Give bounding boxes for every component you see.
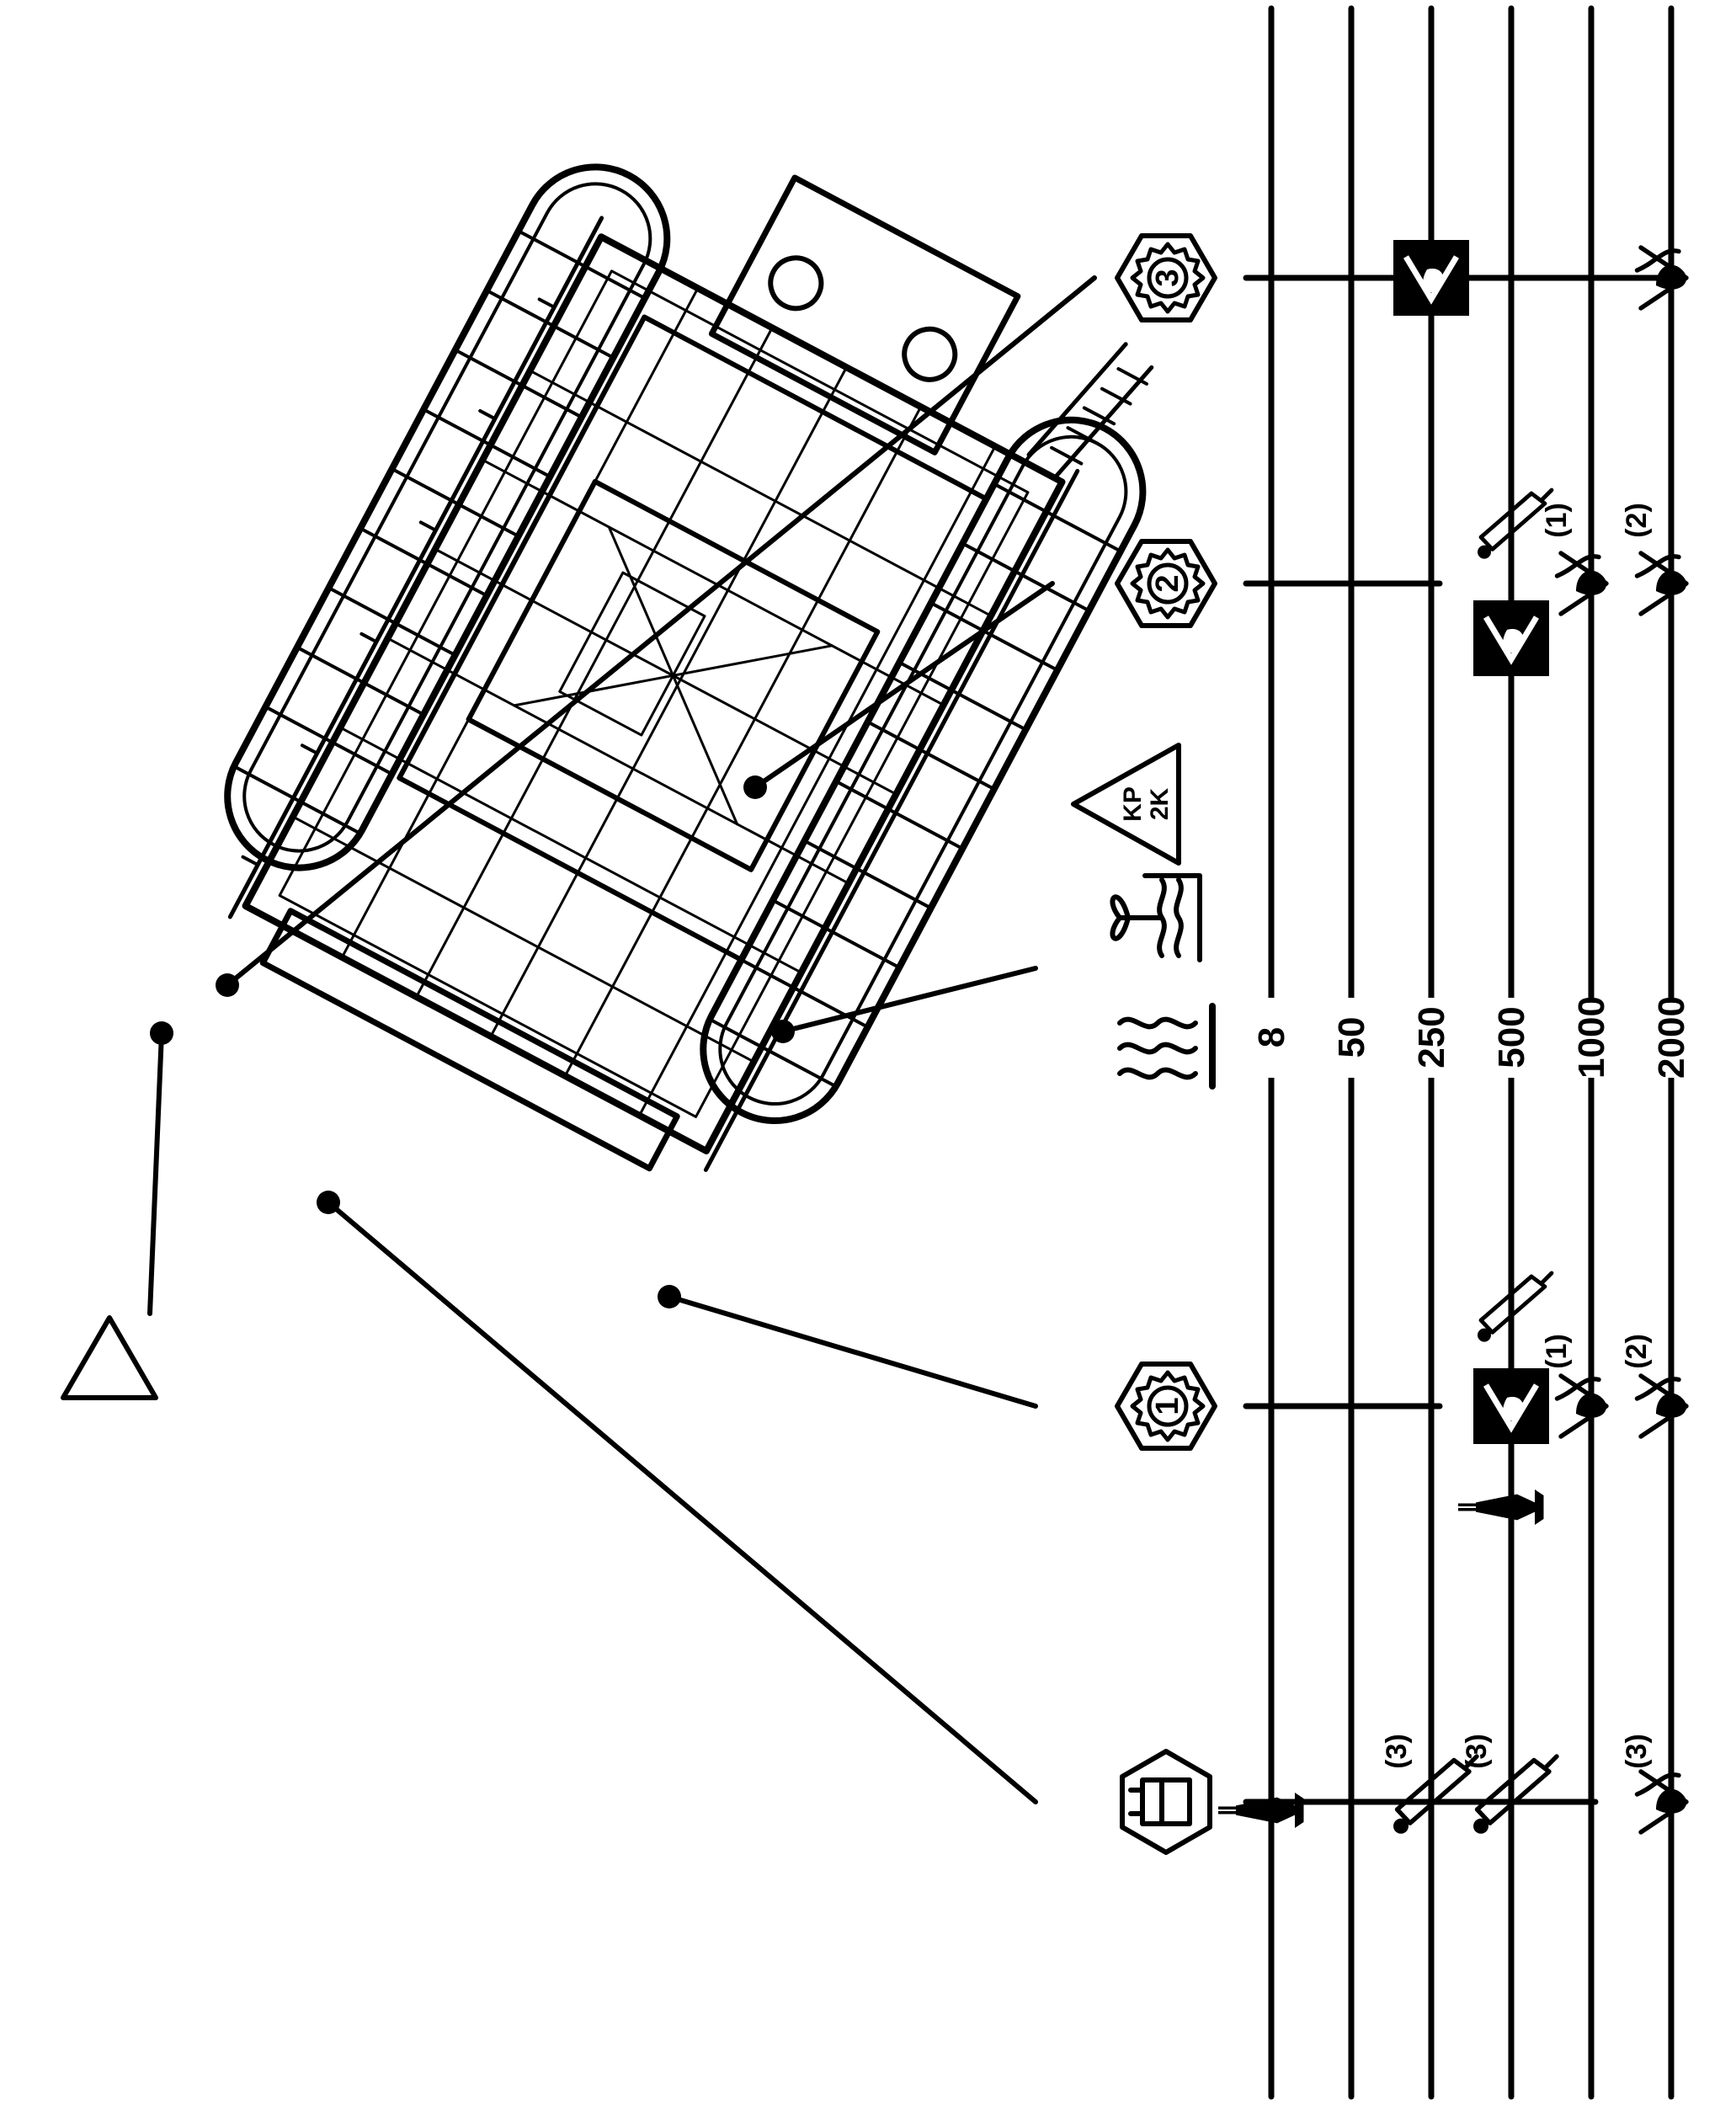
ref-note: (3) [1621, 1734, 1653, 1769]
svg-text:2: 2 [1150, 574, 1185, 592]
interval-label-50: 50 [1331, 1017, 1372, 1058]
interval-labels: 8 50 250 500 1000 2000 [1238, 996, 1709, 1079]
ref-note: (2) [1621, 1334, 1653, 1369]
oil-drop-check-icon [1637, 1376, 1687, 1436]
svg-text:2K: 2K [1146, 787, 1174, 820]
ref-note: (2) [1621, 503, 1653, 538]
crawler-track-right [224, 163, 671, 871]
water-plant-icon [1110, 873, 1202, 962]
oil-drop-check-icon [1558, 1376, 1607, 1436]
oil-can-icon [1478, 1273, 1552, 1342]
oil-drop-check-icon [1637, 553, 1687, 614]
oil-drop-check-icon [1558, 553, 1607, 614]
ref-note: (1) [1541, 1334, 1573, 1369]
superstructure [227, 174, 1154, 1172]
callout-leaders [147, 275, 1097, 1804]
interval-label-2000: 2000 [1651, 996, 1692, 1079]
interval-label-1000: 1000 [1571, 996, 1612, 1079]
svg-text:KP: KP [1119, 786, 1147, 822]
boxed-check-icon [1393, 240, 1469, 316]
lubrication-point-badge-1: 1 [1117, 1364, 1215, 1448]
interval-label-8: 8 [1251, 1027, 1292, 1047]
oil-drop-check-icon [1637, 1772, 1687, 1832]
warning-triangle-icon [61, 1315, 158, 1400]
grease-gun-icon [1456, 1488, 1546, 1527]
grease-gun-icon [1217, 1791, 1306, 1830]
ref-note: (3) [1461, 1734, 1493, 1769]
svg-text:3: 3 [1150, 269, 1185, 286]
interval-label-500: 500 [1491, 1006, 1532, 1068]
excavator-illustration [224, 163, 1154, 1172]
heat-waves-icon [1117, 1003, 1216, 1090]
boxed-check-icon [1473, 1368, 1549, 1444]
boxed-check-icon [1473, 600, 1549, 676]
electrical-box-icon [1120, 1749, 1212, 1855]
interval-label-250: 250 [1411, 1006, 1452, 1068]
svg-text:1: 1 [1150, 1397, 1185, 1415]
lubrication-point-badge-2: 2 [1117, 541, 1215, 626]
ref-note: (1) [1541, 503, 1573, 538]
crawler-track-left [700, 416, 1147, 1125]
car-body [397, 314, 989, 962]
ref-note: (3) [1381, 1734, 1413, 1769]
lubrication-point-badge-3: 3 [1117, 236, 1215, 320]
kp2k-grease-triangle-icon: KP 2K [1071, 743, 1181, 866]
